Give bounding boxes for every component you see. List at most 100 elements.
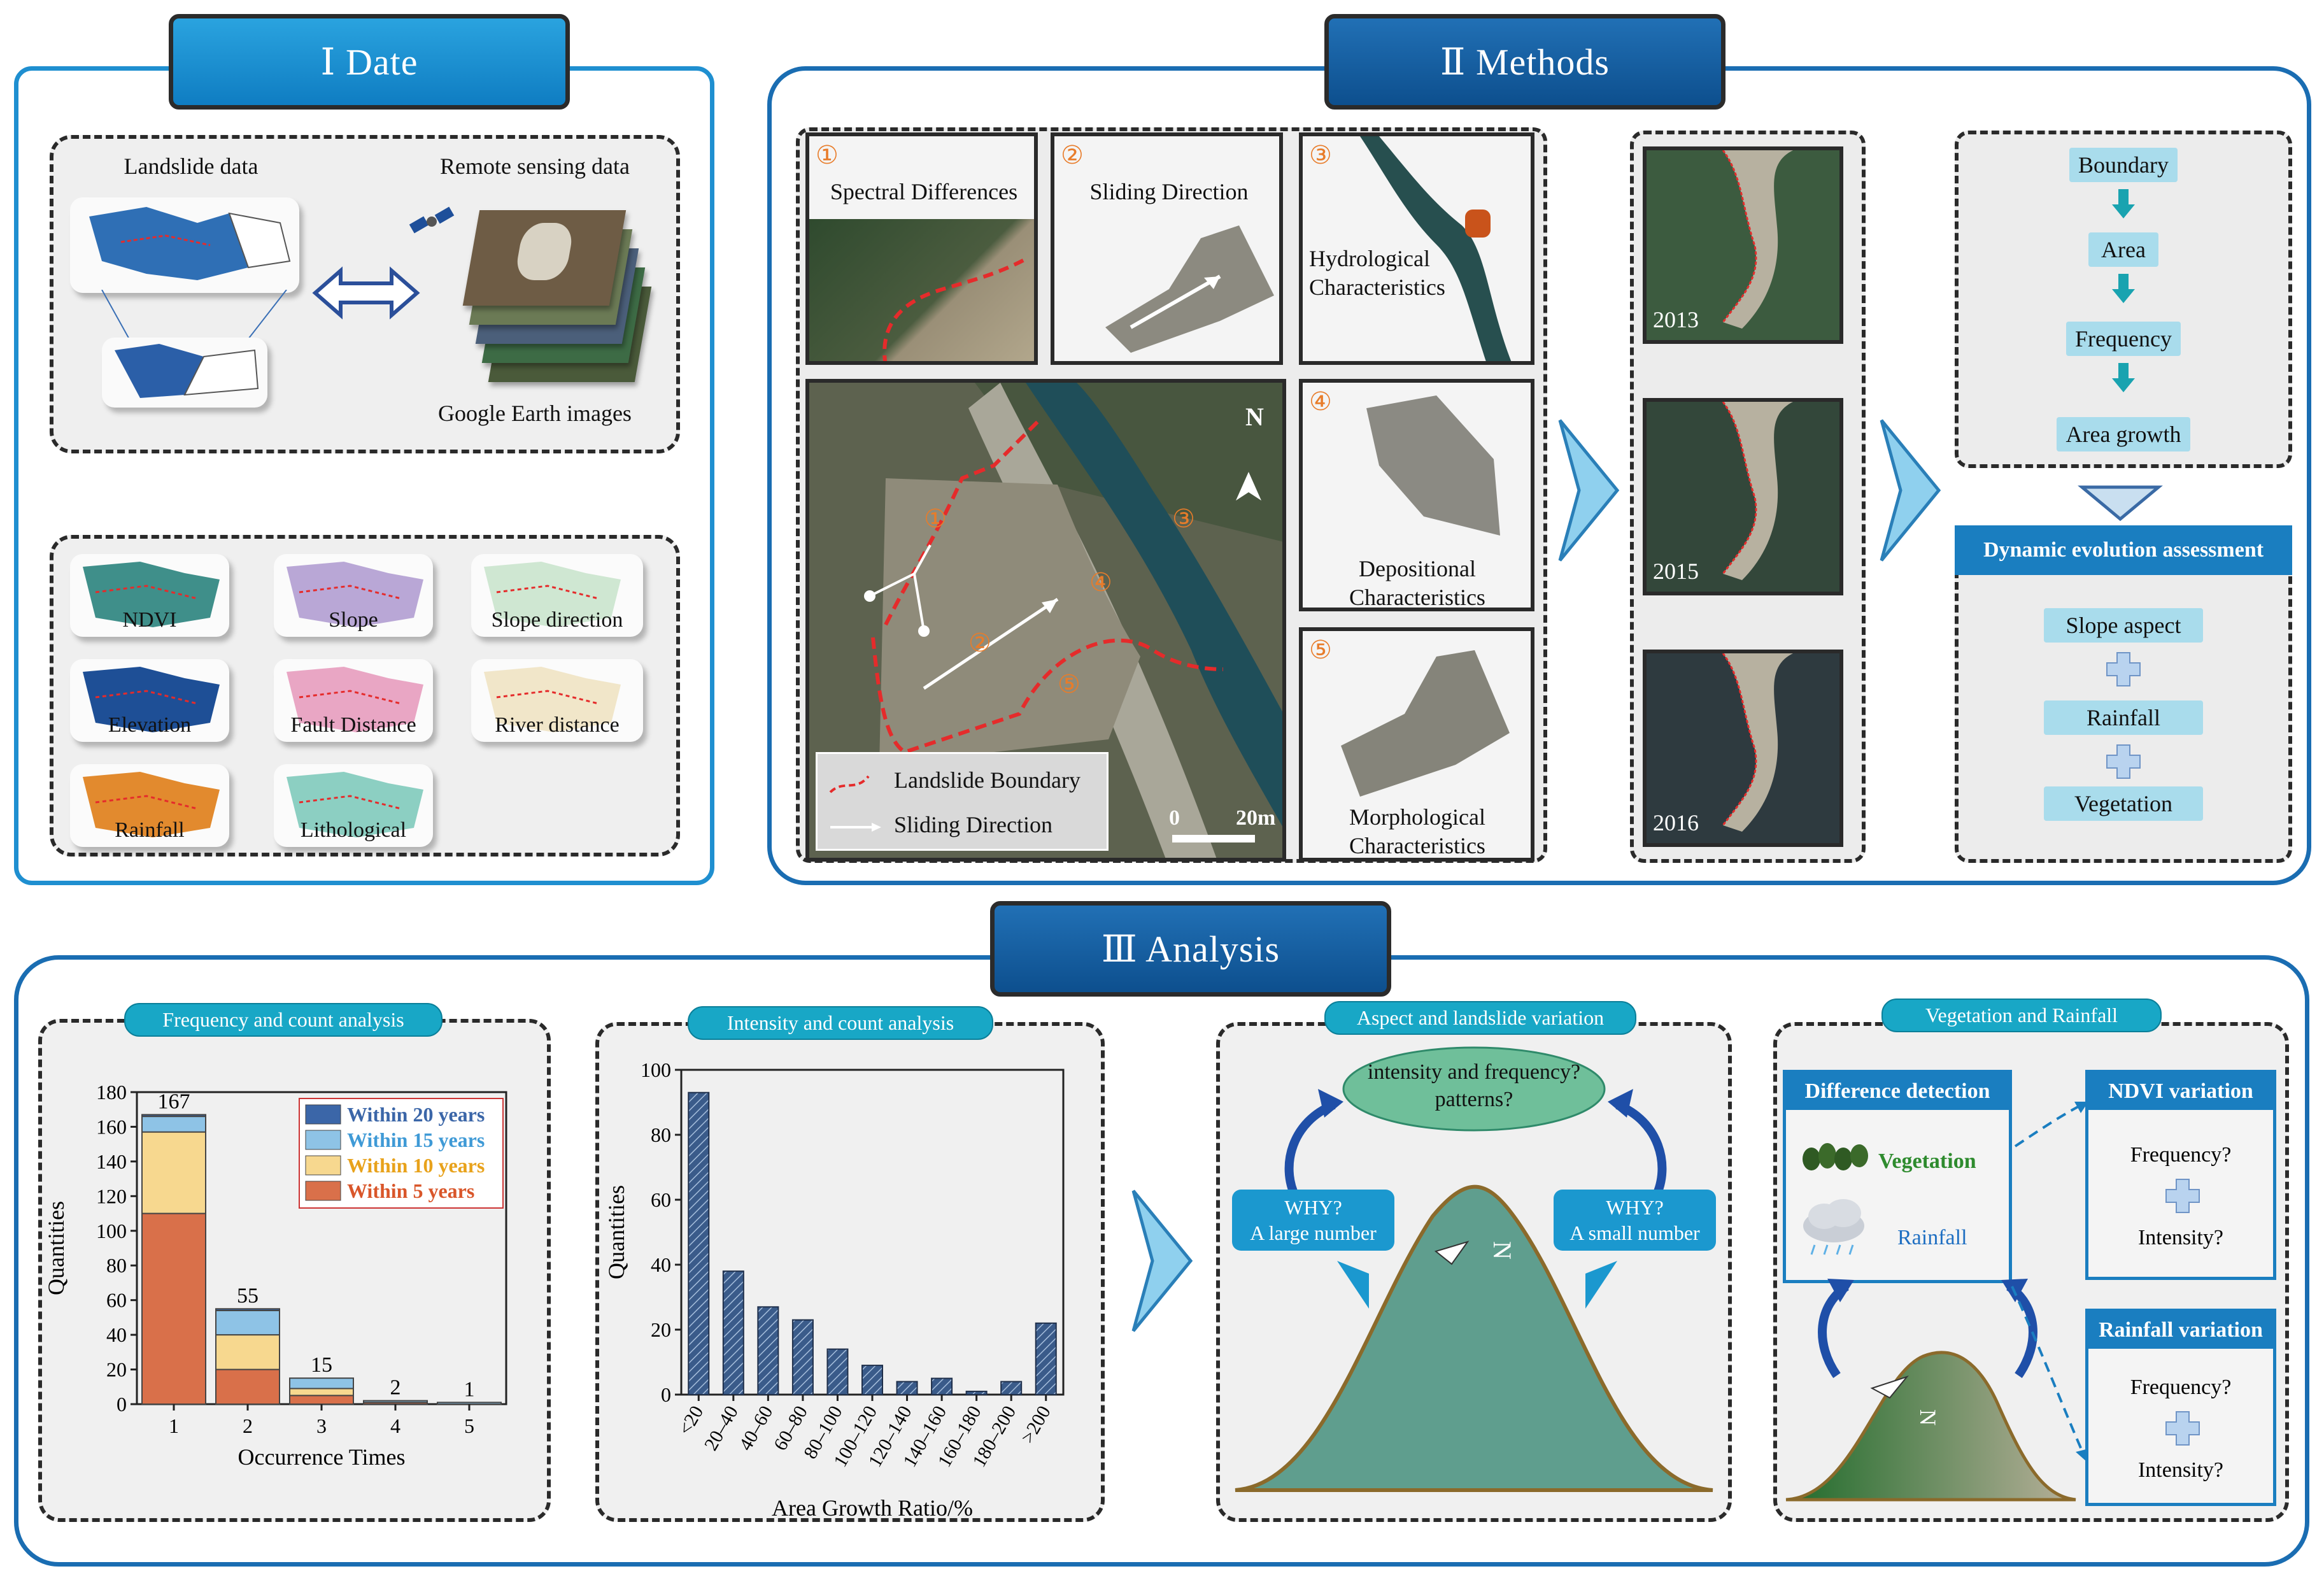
bar-total-label: 1 bbox=[464, 1377, 475, 1401]
arrow-down-icon bbox=[2112, 274, 2135, 303]
veg-north-label: N bbox=[1915, 1409, 1941, 1426]
deposit-graphic bbox=[1366, 395, 1500, 536]
factor-label-elevation: Elevation bbox=[108, 713, 192, 737]
why-right-a: A small number bbox=[1569, 1221, 1700, 1244]
year-label: 2016 bbox=[1653, 810, 1699, 835]
depositional-panel: ④ Depositional Characteristics bbox=[1299, 379, 1534, 611]
factor-map-slope-direction bbox=[471, 554, 643, 637]
legend-boundary-label: Landslide Boundary bbox=[894, 767, 1081, 793]
panel-number: ③ bbox=[1309, 141, 1332, 169]
bar-total-label: 2 bbox=[390, 1376, 401, 1400]
year-label: 2015 bbox=[1653, 558, 1699, 584]
x-tick-label: 4 bbox=[390, 1414, 400, 1437]
intensity-chart: 020406080100<2020–4040–6060–8080–100100–… bbox=[604, 1058, 1065, 1519]
bar bbox=[931, 1377, 953, 1395]
y-tick-label: 100 bbox=[641, 1058, 671, 1081]
section-analysis-title: Ⅲ Analysis bbox=[990, 901, 1391, 997]
x-axis-label: Occurrence Times bbox=[238, 1444, 406, 1470]
legend-label: Within 15 years bbox=[347, 1128, 485, 1151]
map-num-4: ④ bbox=[1089, 568, 1112, 597]
factor-label-slope: Slope bbox=[329, 608, 378, 632]
panel-number: ① bbox=[816, 141, 839, 169]
region-map bbox=[102, 338, 267, 408]
y-tick-label: 180 bbox=[96, 1081, 127, 1104]
frequency-title: Frequency and count analysis bbox=[124, 1003, 443, 1037]
year-image-2016: 2016 bbox=[1643, 650, 1843, 847]
factor-label-rainfall: Rainfall bbox=[115, 818, 185, 842]
bar bbox=[896, 1381, 918, 1395]
year-label: 2013 bbox=[1653, 307, 1699, 332]
factor-map-elevation bbox=[70, 659, 229, 742]
vegetation-rain-icons bbox=[1803, 1143, 1868, 1255]
factor-map-ndvi bbox=[70, 554, 229, 637]
rain-intensity: Intensity? bbox=[2137, 1458, 2224, 1482]
x-tick-label: >200 bbox=[1017, 1402, 1055, 1447]
flow-step-boundary: Boundary bbox=[2069, 148, 2178, 182]
bar-segment bbox=[141, 1212, 206, 1405]
satellite-icon bbox=[409, 206, 455, 234]
why-left-bubble: WHY? A large number bbox=[1232, 1190, 1394, 1251]
intensity-box bbox=[595, 1022, 1105, 1522]
arrow-down-icon bbox=[2112, 363, 2135, 392]
bar bbox=[688, 1091, 710, 1395]
scale-start: 0 bbox=[1169, 806, 1180, 830]
aspect-title: Aspect and landslide variation bbox=[1324, 1001, 1636, 1035]
why-right-bubble: WHY? A small number bbox=[1554, 1190, 1716, 1251]
legend-label: Within 5 years bbox=[347, 1179, 474, 1202]
bar-segment bbox=[437, 1402, 502, 1405]
factor-label-slope-direction: Slope direction bbox=[491, 608, 623, 632]
legend-label: Within 10 years bbox=[347, 1154, 485, 1177]
map-num-3: ③ bbox=[1172, 504, 1195, 533]
flow-step-frequency: Frequency bbox=[2066, 322, 2181, 356]
difference-detection-box: Difference detection Vegetation Rainfall bbox=[1783, 1070, 2012, 1283]
veg-rain-title: Vegetation and Rainfall bbox=[1881, 999, 2162, 1032]
y-tick-label: 60 bbox=[106, 1289, 127, 1312]
y-tick-label: 60 bbox=[651, 1188, 671, 1211]
chevron-right-icon bbox=[1558, 419, 1620, 562]
why-right-q: WHY? bbox=[1606, 1196, 1664, 1219]
year-image-2015: 2015 bbox=[1643, 398, 1843, 595]
bar-segment bbox=[141, 1116, 206, 1133]
assessment-factor-vegetation: Vegetation bbox=[2044, 786, 2203, 821]
factor-label-fault-distance: Fault Distance bbox=[290, 713, 416, 737]
y-tick-label: 80 bbox=[106, 1254, 127, 1277]
difference-detection-header: Difference detection bbox=[1786, 1073, 2009, 1110]
panel-number: ④ bbox=[1309, 387, 1332, 416]
legend-swatch bbox=[305, 1104, 341, 1125]
x-tick-label: 2 bbox=[243, 1414, 253, 1437]
ndvi-frequency: Frequency? bbox=[2130, 1143, 2232, 1167]
hydrological-panel: ③ Hydrological Characteristics bbox=[1299, 132, 1534, 365]
intensity-title: Intensity and count analysis bbox=[688, 1006, 993, 1040]
assessment-factor-rainfall: Rainfall bbox=[2044, 700, 2203, 735]
factor-label-ndvi: NDVI bbox=[122, 608, 177, 632]
assessment-header: Dynamic evolution assessment bbox=[1955, 525, 2292, 575]
x-tick-label: <20 bbox=[674, 1402, 707, 1439]
bar-segment bbox=[141, 1114, 206, 1118]
panel-number: ② bbox=[1061, 141, 1084, 169]
map-num-1: ① bbox=[924, 504, 947, 533]
chevron-right-icon bbox=[1880, 419, 1941, 562]
ndvi-intensity: Intensity? bbox=[2137, 1226, 2224, 1249]
bar-segment bbox=[215, 1308, 280, 1311]
factor-label-river-distance: River distance bbox=[495, 713, 620, 737]
y-tick-label: 20 bbox=[106, 1358, 127, 1381]
bar bbox=[757, 1306, 779, 1395]
y-axis-label: Quantities bbox=[604, 1185, 629, 1279]
bar-segment bbox=[363, 1400, 428, 1404]
legend-direction-label: Sliding Direction bbox=[894, 812, 1052, 837]
google-earth-label: Google Earth images bbox=[438, 401, 632, 426]
bar-segment bbox=[215, 1368, 280, 1405]
spectral-differences-panel: ① Spectral Differences bbox=[805, 132, 1038, 365]
legend-label: Within 20 years bbox=[347, 1103, 485, 1126]
bar-total-label: 55 bbox=[237, 1284, 259, 1307]
bar bbox=[1000, 1381, 1023, 1395]
province-map-graphic bbox=[89, 207, 291, 280]
rainfall-variation-header: Rainfall variation bbox=[2088, 1312, 2273, 1349]
vegetation-label: Vegetation bbox=[1878, 1149, 1976, 1173]
x-axis-label: Area Growth Ratio/% bbox=[772, 1495, 973, 1519]
sliding-direction-panel: ② Sliding Direction bbox=[1051, 132, 1283, 365]
flow-step-area: Area bbox=[2088, 232, 2158, 267]
aspect-north-label: N bbox=[1487, 1241, 1517, 1260]
panel-number: ⑤ bbox=[1309, 636, 1332, 664]
